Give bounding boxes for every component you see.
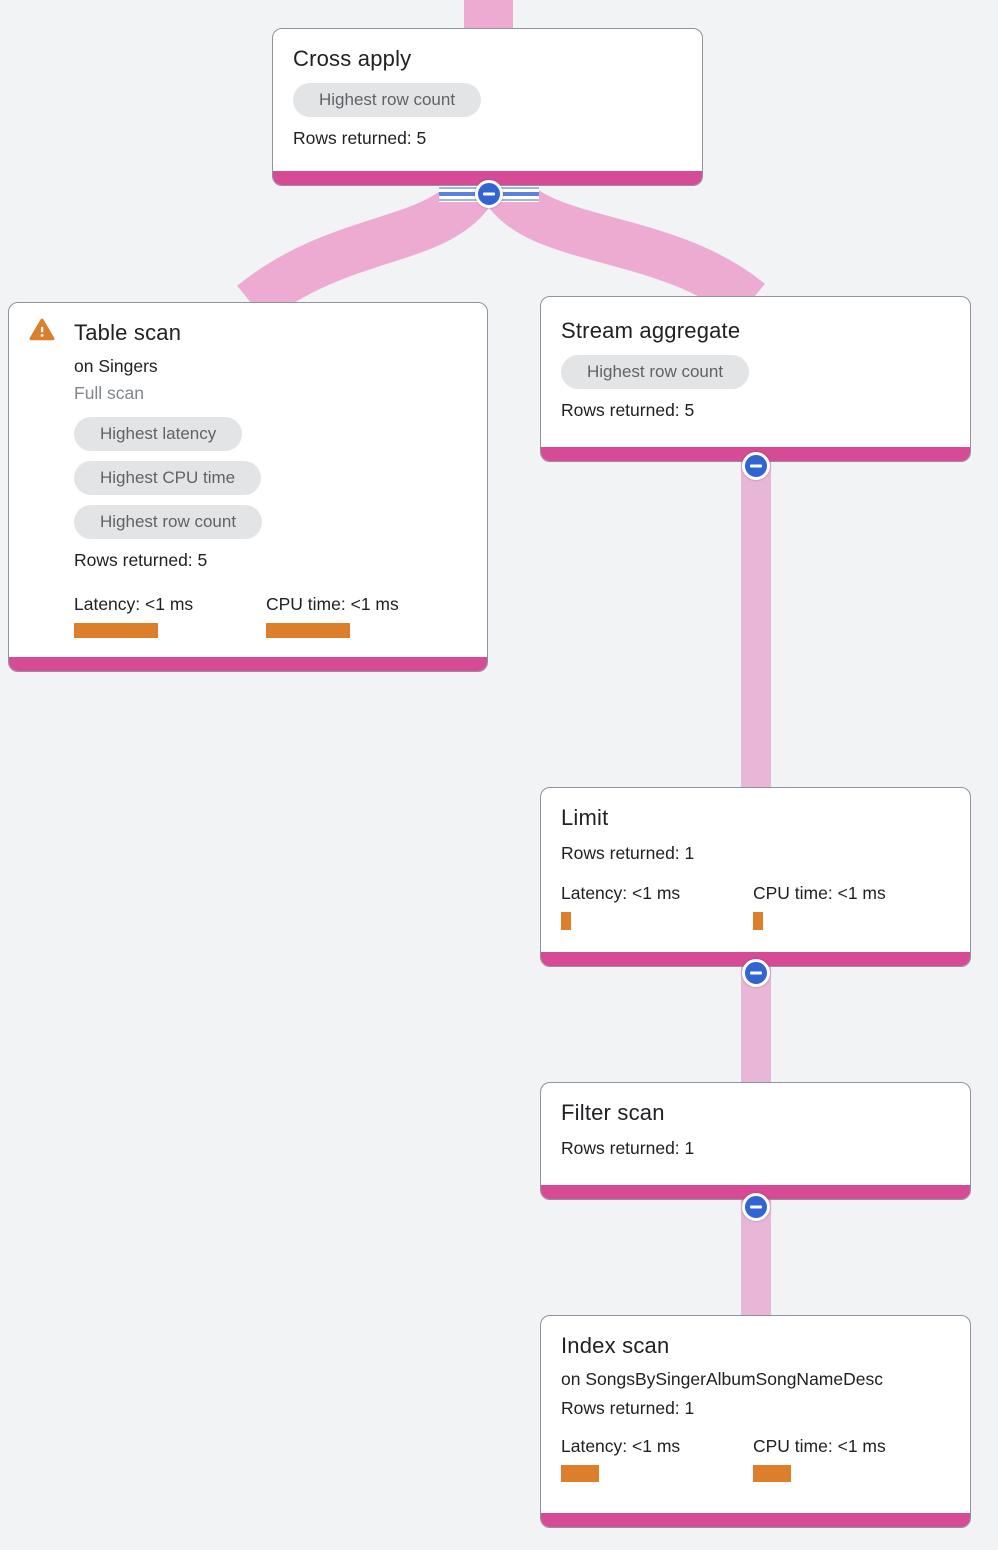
node-filter-scan[interactable]: Filter scan Rows returned: 1 <box>540 1082 971 1200</box>
node-stream-aggregate[interactable]: Stream aggregate Highest row count Rows … <box>540 296 971 462</box>
edge-streamaggregate-limit <box>741 450 771 795</box>
cpu-stat: CPU time: <1 ms <box>753 1434 950 1482</box>
collapse-button-minus-icon[interactable] <box>475 180 503 208</box>
node-title: Cross apply <box>293 46 412 71</box>
collapse-button-minus-icon[interactable] <box>742 452 770 480</box>
cpu-time-bar <box>753 912 763 930</box>
collapse-button-minus-icon[interactable] <box>742 959 770 987</box>
node-target: on Singers <box>74 356 158 376</box>
collapse-button-minus-icon[interactable] <box>742 1193 770 1221</box>
node-accent-bar <box>541 1185 970 1199</box>
node-accent-bar <box>273 171 702 185</box>
cpu-stat: CPU time: <1 ms <box>266 592 467 638</box>
latency-stat: Latency: <1 ms <box>561 1434 753 1482</box>
latency-bar <box>561 912 571 930</box>
node-cross-apply[interactable]: Cross apply Highest row count Rows retur… <box>272 28 703 186</box>
latency-label: Latency: <1 ms <box>561 1436 681 1456</box>
cpu-time-label: CPU time: <1 ms <box>266 594 399 614</box>
badge-highest-cpu-time: Highest CPU time <box>74 461 262 495</box>
cpu-time-label: CPU time: <1 ms <box>753 883 886 903</box>
badge-highest-row-count: Highest row count <box>293 83 482 117</box>
badge-highest-row-count: Highest row count <box>74 505 263 539</box>
latency-bar <box>561 1465 599 1482</box>
warning-triangle-icon <box>29 317 55 343</box>
rows-returned: Rows returned: 1 <box>561 1398 695 1418</box>
rows-returned: Rows returned: 5 <box>293 128 427 148</box>
node-title: Stream aggregate <box>561 318 741 343</box>
latency-label: Latency: <1 ms <box>561 883 681 903</box>
edge-root-in <box>464 0 513 30</box>
node-title: Filter scan <box>561 1100 665 1125</box>
cpu-stat: CPU time: <1 ms <box>753 881 950 930</box>
rows-returned: Rows returned: 1 <box>561 1138 695 1158</box>
badge-highest-latency: Highest latency <box>74 417 243 451</box>
latency-stat: Latency: <1 ms <box>74 592 266 638</box>
node-table-scan[interactable]: Table scan on Singers Full scan Highest … <box>8 302 488 672</box>
edge-crossapply-tablescan <box>237 174 495 323</box>
cpu-time-bar <box>266 623 350 638</box>
node-title: Table scan <box>74 320 182 345</box>
cpu-time-label: CPU time: <1 ms <box>753 1436 886 1456</box>
scan-type: Full scan <box>74 383 145 403</box>
node-target: on SongsBySingerAlbumSongNameDesc <box>561 1369 883 1389</box>
node-title: Index scan <box>561 1333 670 1358</box>
rows-returned: Rows returned: 5 <box>74 550 208 570</box>
latency-bar <box>74 623 158 638</box>
edge-crossapply-streamaggregate <box>483 174 765 321</box>
node-title: Limit <box>561 805 609 830</box>
node-accent-bar <box>541 1513 970 1527</box>
rows-returned: Rows returned: 1 <box>561 843 695 863</box>
node-index-scan[interactable]: Index scan on SongsBySingerAlbumSongName… <box>540 1315 971 1528</box>
latency-label: Latency: <1 ms <box>74 594 194 614</box>
cpu-time-bar <box>753 1465 791 1482</box>
badge-highest-row-count: Highest row count <box>561 355 750 389</box>
node-accent-bar <box>9 657 487 671</box>
node-limit[interactable]: Limit Rows returned: 1 Latency: <1 ms CP… <box>540 787 971 967</box>
latency-stat: Latency: <1 ms <box>561 881 753 930</box>
rows-returned: Rows returned: 5 <box>561 400 695 420</box>
